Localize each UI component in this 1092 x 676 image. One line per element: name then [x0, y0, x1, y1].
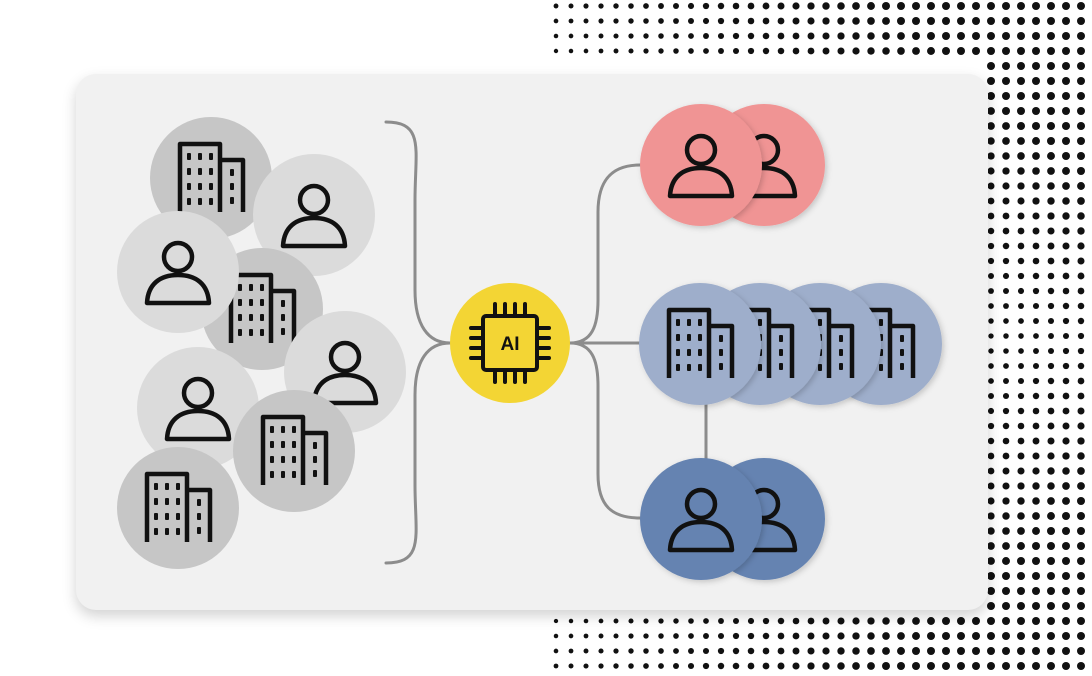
output-group-persons-top [640, 104, 825, 226]
input-person-node [253, 154, 375, 276]
input-building-node [150, 117, 272, 239]
input-building-node [233, 390, 355, 512]
input-entity-cloud [117, 117, 406, 569]
ai-node: AI [450, 283, 570, 403]
input-building-node [117, 447, 239, 569]
input-bracket [384, 120, 452, 565]
output-person-node [640, 458, 762, 580]
output-group-persons-bottom [640, 458, 825, 580]
output-person-node [640, 104, 762, 226]
input-person-node [117, 211, 239, 333]
input-person-node [137, 347, 259, 469]
chip-icon [469, 302, 551, 384]
ai-label: AI [501, 334, 520, 355]
output-building-node [639, 283, 761, 405]
output-group-buildings-middle [639, 283, 942, 405]
output-connectors [568, 163, 708, 520]
